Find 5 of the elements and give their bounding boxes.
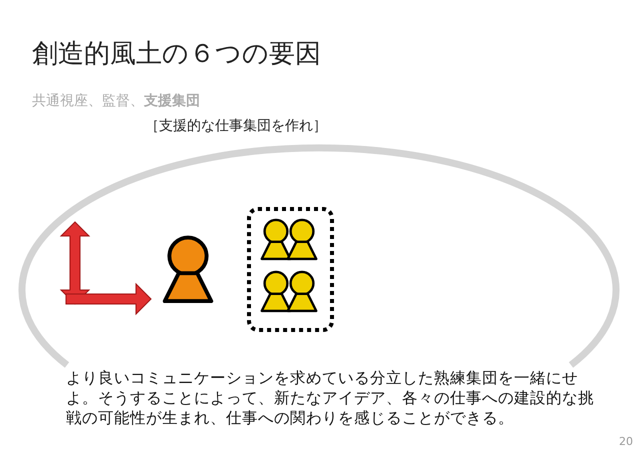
subheading: ［支援的な仕事集団を作れ］ [145, 117, 327, 135]
page-number: 20 [619, 435, 633, 448]
subtitle: 共通視座、監督、支援集団 [32, 92, 200, 110]
title: 創造的風土の６つの要因 [32, 38, 321, 71]
body-text: より良いコミュニケーションを求めている分立した熟練集団を一緒にせよ。そうすることによって、新たなアイデア、各々の仕事への建設的な挑戦の可能性が生まれ、仕事への関わりを感じることができる。 [66, 368, 594, 428]
